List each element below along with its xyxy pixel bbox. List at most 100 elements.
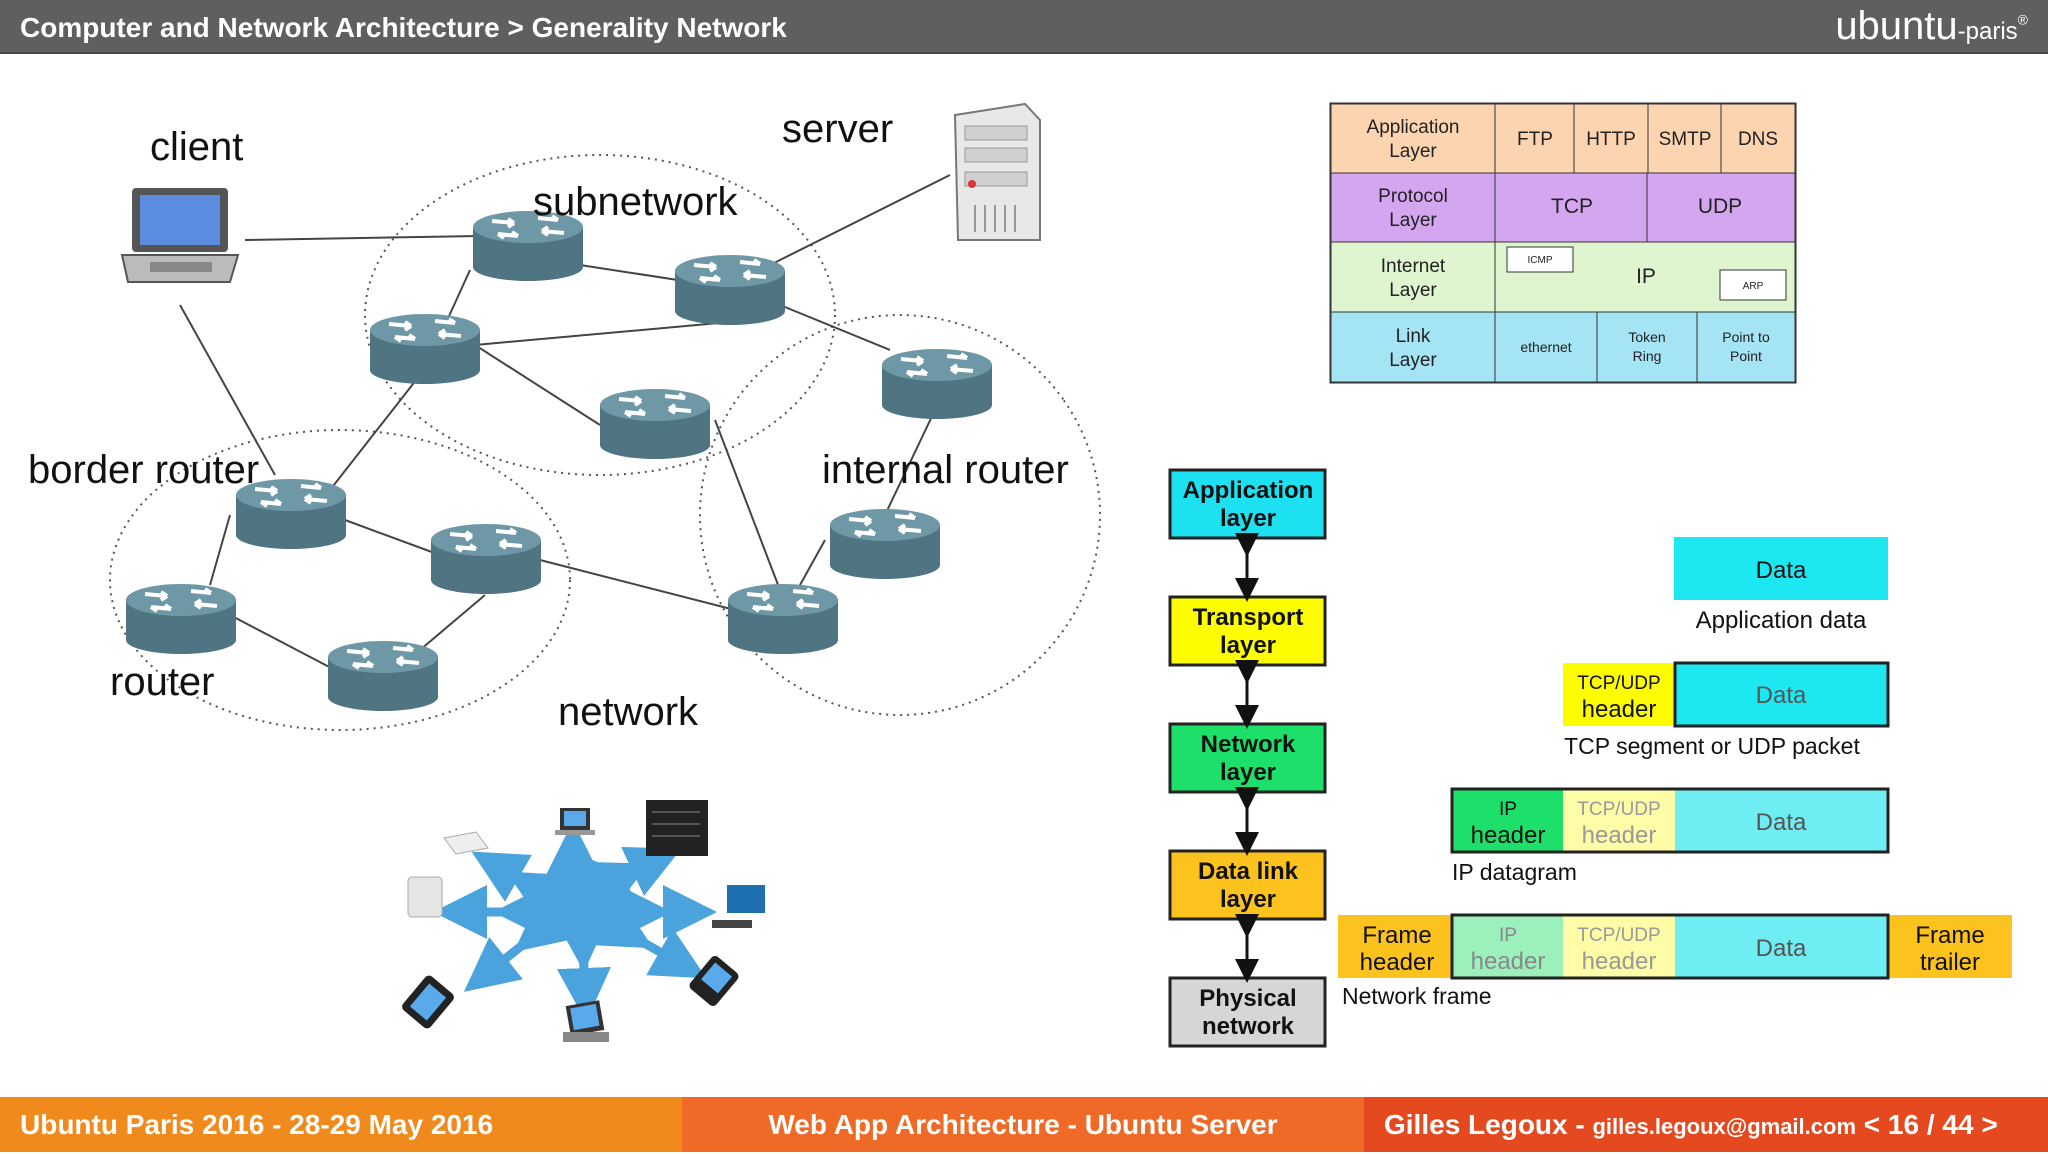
slide-canvas: client server subnetwork border router i… xyxy=(28,102,2012,1048)
desktop-icon xyxy=(407,876,443,918)
page-indicator[interactable]: < 16 / 44 > xyxy=(1856,1109,1998,1140)
cluster-outlines xyxy=(109,154,1101,731)
dgm-ip-header xyxy=(1452,789,1563,852)
proto-token-2: Ring xyxy=(1633,348,1662,364)
author-name: Gilles Legoux - xyxy=(1384,1109,1593,1140)
layer-stack: Application layer Transport layer Networ… xyxy=(1168,468,1327,1048)
ubuntu-logo: ubuntu-paris® xyxy=(1835,4,2028,49)
network-labels: client server subnetwork border router i… xyxy=(28,107,1069,734)
seg-tcp-1: TCP/UDP xyxy=(1577,673,1660,694)
client-label: client xyxy=(150,125,243,169)
frame-ip-2: header xyxy=(1471,948,1546,975)
rack-server-icon xyxy=(646,800,708,856)
router-icon xyxy=(673,253,787,327)
app-layer-label-2: Layer xyxy=(1389,141,1437,162)
frame-data-text: Data xyxy=(1756,935,1807,962)
cap-frame: Network frame xyxy=(1342,983,1492,1009)
network-links xyxy=(179,174,951,671)
right-network-outline xyxy=(699,314,1101,716)
author-info: Gilles Legoux - gilles.legoux@gmail.com … xyxy=(1364,1097,2048,1152)
small-laptop-icon xyxy=(555,808,595,835)
seg-tcp-2: header xyxy=(1582,696,1657,723)
proto-http: HTTP xyxy=(1586,129,1636,150)
logo-suffix: -paris xyxy=(1957,18,2018,45)
logo-mark: ® xyxy=(2017,11,2028,28)
proto-ethernet: ethernet xyxy=(1520,339,1571,355)
cloud-icon xyxy=(527,859,637,932)
proto-udp: UDP xyxy=(1698,195,1742,218)
cloud-illustration xyxy=(402,800,765,1042)
cap-seg: TCP segment or UDP packet xyxy=(1564,733,1860,759)
frame-trailer-2: trailer xyxy=(1920,949,1980,976)
author-email[interactable]: gilles.legoux@gmail.com xyxy=(1592,1114,1857,1139)
frame-header-2: header xyxy=(1360,949,1435,976)
router-label: router xyxy=(110,660,215,704)
server-icon xyxy=(953,102,1041,241)
frame-trailer-block xyxy=(1888,915,2012,978)
phone-icon xyxy=(402,975,454,1029)
encapsulation-diagram: Data Application data TCP/UDP header Dat… xyxy=(1338,537,2012,1009)
frame-header-1: Frame xyxy=(1362,922,1431,949)
slide-footer: Ubuntu Paris 2016 - 28-29 May 2016 Web A… xyxy=(0,1097,2048,1152)
router-icon xyxy=(598,387,712,461)
layer-datalink-1: Data link xyxy=(1198,858,1299,885)
layer-app-2: layer xyxy=(1220,505,1276,532)
router-icon xyxy=(726,582,840,656)
subnetwork-label: subnetwork xyxy=(533,180,739,224)
router-icon xyxy=(368,312,482,386)
proto-ptp-1: Point to xyxy=(1722,329,1770,345)
application-layer-box xyxy=(1168,468,1327,540)
dgm-data-text: Data xyxy=(1756,809,1807,836)
frame-ip-block xyxy=(1452,915,1563,978)
router-box-icon xyxy=(443,831,489,855)
proto-ptp-2: Point xyxy=(1730,348,1762,364)
router-icon xyxy=(124,582,238,656)
network-layer-box xyxy=(1168,722,1327,794)
dgm-tcp-header xyxy=(1563,789,1675,852)
link-layer-label-1: Link xyxy=(1396,326,1431,347)
monitor-icon xyxy=(712,885,765,928)
internal-router-icon xyxy=(828,507,942,581)
frame-trailer-1: Frame xyxy=(1915,922,1984,949)
layer-transport-2: layer xyxy=(1220,632,1276,659)
logo-word: ubuntu xyxy=(1835,4,1958,48)
internal-router-label: internal router xyxy=(822,448,1069,492)
layer-network-2: layer xyxy=(1220,759,1276,786)
dgm-ip-1: IP xyxy=(1499,799,1517,820)
layer-datalink-2: layer xyxy=(1220,886,1276,913)
router-icon xyxy=(326,639,440,713)
smartphone-icon xyxy=(689,956,739,1006)
left-network-outline xyxy=(109,429,571,731)
dgm-tcp-2: header xyxy=(1582,822,1657,849)
physical-layer-box xyxy=(1168,976,1327,1048)
frame-tcp-block xyxy=(1563,915,1675,978)
proto-token-1: Token xyxy=(1628,329,1665,345)
frame-tcp-2: header xyxy=(1582,948,1657,975)
frame-ip-1: IP xyxy=(1499,925,1517,946)
app-data-text: Data xyxy=(1756,557,1807,584)
protocol-layer-label-1: Protocol xyxy=(1378,186,1448,207)
protocol-table: Application Layer FTP HTTP SMTP DNS Prot… xyxy=(1329,102,1797,384)
seg-data xyxy=(1673,661,1890,728)
router-icon xyxy=(429,522,543,596)
layer-physical-1: Physical xyxy=(1199,985,1296,1012)
proto-ftp: FTP xyxy=(1517,129,1553,150)
router-icon xyxy=(880,347,994,421)
network-label: network xyxy=(558,690,699,734)
talk-title: Web App Architecture - Ubuntu Server xyxy=(682,1097,1364,1152)
app-data-block xyxy=(1674,537,1888,600)
seg-tcp-header xyxy=(1563,663,1675,726)
frame-tcp-1: TCP/UDP xyxy=(1577,925,1660,946)
slide-header: Computer and Network Architecture > Gene… xyxy=(0,0,2048,54)
server-label: server xyxy=(782,107,893,151)
internet-layer-label-2: Layer xyxy=(1389,280,1437,301)
proto-tcp: TCP xyxy=(1551,195,1593,218)
cap-ip: IP datagram xyxy=(1452,859,1577,885)
dgm-tcp-1: TCP/UDP xyxy=(1577,799,1660,820)
frame-data-block xyxy=(1675,915,1888,978)
notebook-icon xyxy=(563,1000,609,1042)
layer-app-1: Application xyxy=(1183,477,1314,504)
internet-layer-label-1: Internet xyxy=(1381,256,1446,277)
seg-data-text: Data xyxy=(1756,682,1807,709)
breadcrumb: Computer and Network Architecture > Gene… xyxy=(20,12,787,43)
